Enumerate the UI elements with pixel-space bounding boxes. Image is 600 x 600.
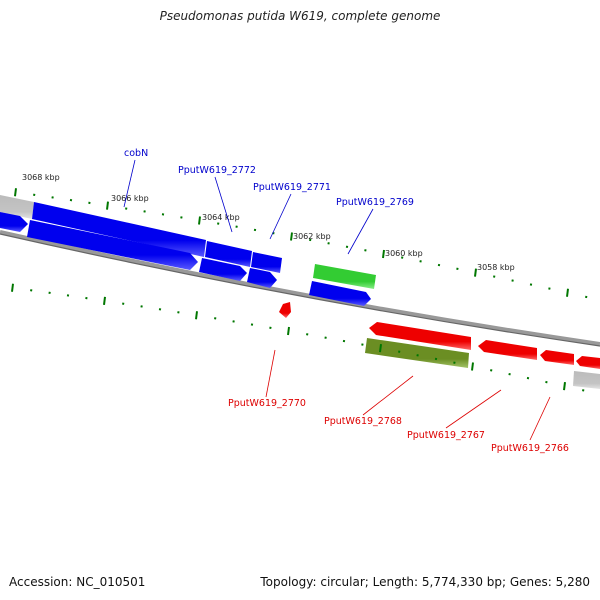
ruler-lower [11,283,585,392]
ruler-label: 3062 kbp [293,232,331,241]
feature-other[interactable] [0,195,34,219]
ruler-label: 3060 kbp [385,249,423,258]
gene-arrow[interactable] [247,268,277,288]
gene-label-PputW619_2770[interactable]: PputW619_2770 [228,398,306,409]
major-tick [379,343,382,353]
gene-label-PputW619_2768[interactable]: PputW619_2768 [324,416,402,427]
major-tick [563,382,566,391]
genome-summary: Topology: circular; Length: 5,774,330 bp… [260,575,590,589]
gene-PputW619_2770[interactable] [279,302,291,318]
ruler-label: 3058 kbp [477,263,515,272]
gene-arrow[interactable] [199,258,247,281]
major-tick [198,216,201,225]
gene-PputW619_2768[interactable] [369,322,471,350]
gene-label-PputW619_2771[interactable]: PputW619_2771 [253,182,331,193]
gene-cobN[interactable] [32,202,206,257]
pseudo-gene[interactable] [365,338,469,368]
genome-title: Pseudomonas putida W619, complete genome [159,9,441,23]
major-tick [14,188,17,197]
major-tick [103,296,106,305]
gene-label-PputW619_2772[interactable]: PputW619_2772 [178,165,256,176]
gene-arrow[interactable] [309,281,371,306]
ruler-label: 3066 kbp [111,194,149,203]
forward-track-outer [0,195,376,289]
gene-PputW619_2769[interactable] [313,264,376,289]
genome-backbone [0,230,600,347]
gene-arrow[interactable] [576,356,600,369]
gene-label-PputW619_2769[interactable]: PputW619_2769 [336,197,414,208]
gene-label-PputW619_2767[interactable]: PputW619_2767 [407,430,485,441]
feature-other[interactable] [573,371,600,389]
major-tick [382,249,385,259]
forward-gene-labels: cobN PputW619_2772 PputW619_2771 PputW61… [123,148,414,255]
ruler-labels: 3068 kbp 3066 kbp 3064 kbp 3062 kbp 3060… [22,173,515,272]
major-tick [11,283,14,292]
reverse-gene-labels: PputW619_2770 PputW619_2768 PputW619_276… [228,349,569,454]
major-tick [106,201,109,210]
accession-label: Accession: NC_010501 [9,575,146,589]
gene-arrow[interactable] [0,212,28,232]
gene-PputW619_2766[interactable] [540,350,574,365]
ruler-upper [14,188,588,299]
ruler-label: 3064 kbp [202,213,240,222]
major-tick [471,362,474,371]
gene-label-cobN[interactable]: cobN [124,148,148,159]
gene-PputW619_2767[interactable] [478,340,537,360]
major-tick [195,311,198,320]
gene-label-PputW619_2766[interactable]: PputW619_2766 [491,443,569,454]
major-tick [474,268,477,277]
ruler-label: 3068 kbp [22,173,60,182]
reverse-track [279,302,600,389]
forward-track-inner [0,212,371,306]
major-tick [290,232,293,241]
gene-PputW619_2772[interactable] [205,241,252,267]
major-tick [287,326,290,336]
gene-arrow[interactable] [27,220,198,270]
gene-PputW619_2771[interactable] [251,252,282,273]
major-tick [566,288,569,297]
